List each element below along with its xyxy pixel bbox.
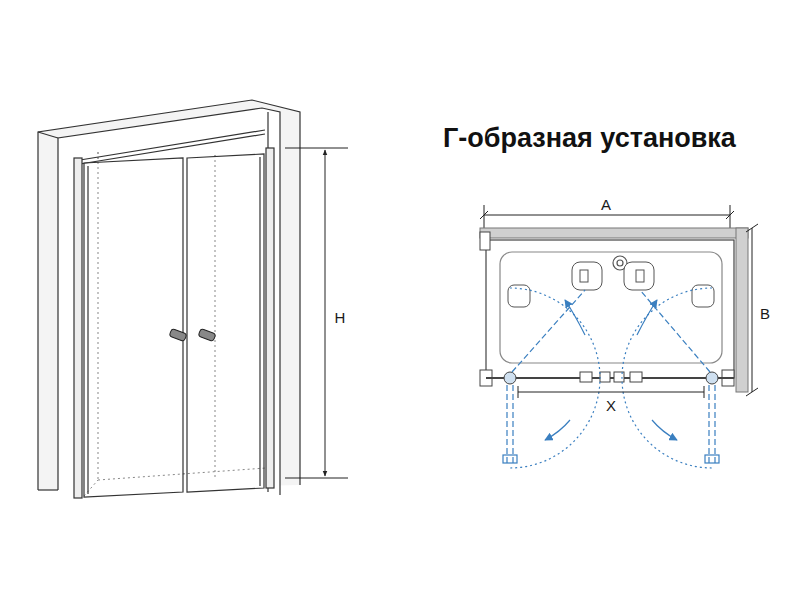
shower-doors bbox=[74, 130, 274, 498]
detail-icons bbox=[508, 262, 714, 307]
profiles-part bbox=[630, 372, 642, 382]
height-dimension-part bbox=[285, 478, 348, 479]
door-swing-part bbox=[637, 300, 657, 335]
wall-niche-part bbox=[38, 132, 58, 138]
door-swing-part bbox=[714, 385, 715, 465]
shower-doors-part bbox=[259, 157, 260, 486]
shower-tray-part bbox=[500, 252, 722, 363]
profiles-part bbox=[580, 372, 592, 382]
shower-tray-part bbox=[486, 240, 734, 378]
shower-doors-part bbox=[187, 154, 264, 492]
door-swing-part bbox=[652, 420, 677, 440]
door-handles-part bbox=[198, 329, 216, 342]
width-dimension-part bbox=[730, 205, 731, 228]
opening-dimension-part bbox=[704, 386, 705, 398]
door-swing-part bbox=[506, 385, 507, 465]
opening-dimension-part bbox=[518, 392, 704, 393]
dimension-label: A bbox=[599, 197, 613, 214]
detail-icons-part bbox=[624, 262, 654, 290]
door-swing-part bbox=[708, 385, 709, 465]
door-swing-part bbox=[512, 290, 585, 372]
door-handles bbox=[169, 329, 216, 342]
door-swing-part bbox=[510, 288, 600, 468]
door-swing bbox=[503, 288, 719, 468]
profiles-part bbox=[600, 372, 610, 382]
detail-icons-part bbox=[580, 270, 588, 282]
height-dimension bbox=[285, 148, 348, 478]
depth-dimension bbox=[746, 224, 758, 396]
profiles-part bbox=[480, 232, 490, 250]
walls-part bbox=[480, 228, 748, 238]
back-dotted-outline bbox=[84, 152, 266, 496]
door-swing-part bbox=[512, 385, 513, 465]
shower-tray bbox=[486, 240, 734, 378]
shower-tray-part bbox=[617, 260, 623, 266]
dimension-label: X bbox=[604, 398, 618, 415]
door-handles-part bbox=[169, 329, 187, 342]
walls-part bbox=[736, 228, 748, 392]
walls bbox=[480, 228, 748, 392]
door-swing-part bbox=[705, 455, 719, 463]
profiles bbox=[480, 232, 734, 386]
door-swing-part bbox=[545, 420, 570, 440]
opening-dimension-part bbox=[518, 386, 519, 398]
height-dimension-part bbox=[285, 148, 348, 149]
dimension-label: H bbox=[333, 310, 348, 327]
width-dimension-part bbox=[480, 211, 488, 219]
opening-dimension bbox=[518, 386, 704, 398]
detail-icons-part bbox=[636, 270, 644, 282]
door-swing-part bbox=[503, 455, 517, 463]
depth-dimension-part bbox=[746, 224, 758, 232]
shower-doors-part bbox=[87, 166, 88, 494]
shower-doors-part bbox=[74, 158, 82, 498]
dimension-label: B bbox=[758, 306, 772, 323]
shower-doors-part bbox=[266, 148, 274, 488]
width-dimension-part bbox=[484, 215, 730, 216]
height-dimension-part bbox=[325, 150, 326, 476]
door-swing-part bbox=[565, 300, 585, 335]
width-dimension-part bbox=[726, 211, 734, 219]
door-swing-part bbox=[640, 290, 710, 372]
wall-niche-part bbox=[38, 489, 58, 490]
depth-dimension-part bbox=[752, 228, 753, 392]
depth-dimension-part bbox=[746, 388, 758, 396]
title: Г-образная установка bbox=[443, 124, 736, 154]
shower-doors-part bbox=[84, 158, 183, 497]
door-swing-part bbox=[622, 288, 712, 468]
detail-icons-part bbox=[572, 262, 602, 290]
profiles-part bbox=[706, 372, 718, 384]
profiles-part bbox=[504, 372, 516, 384]
